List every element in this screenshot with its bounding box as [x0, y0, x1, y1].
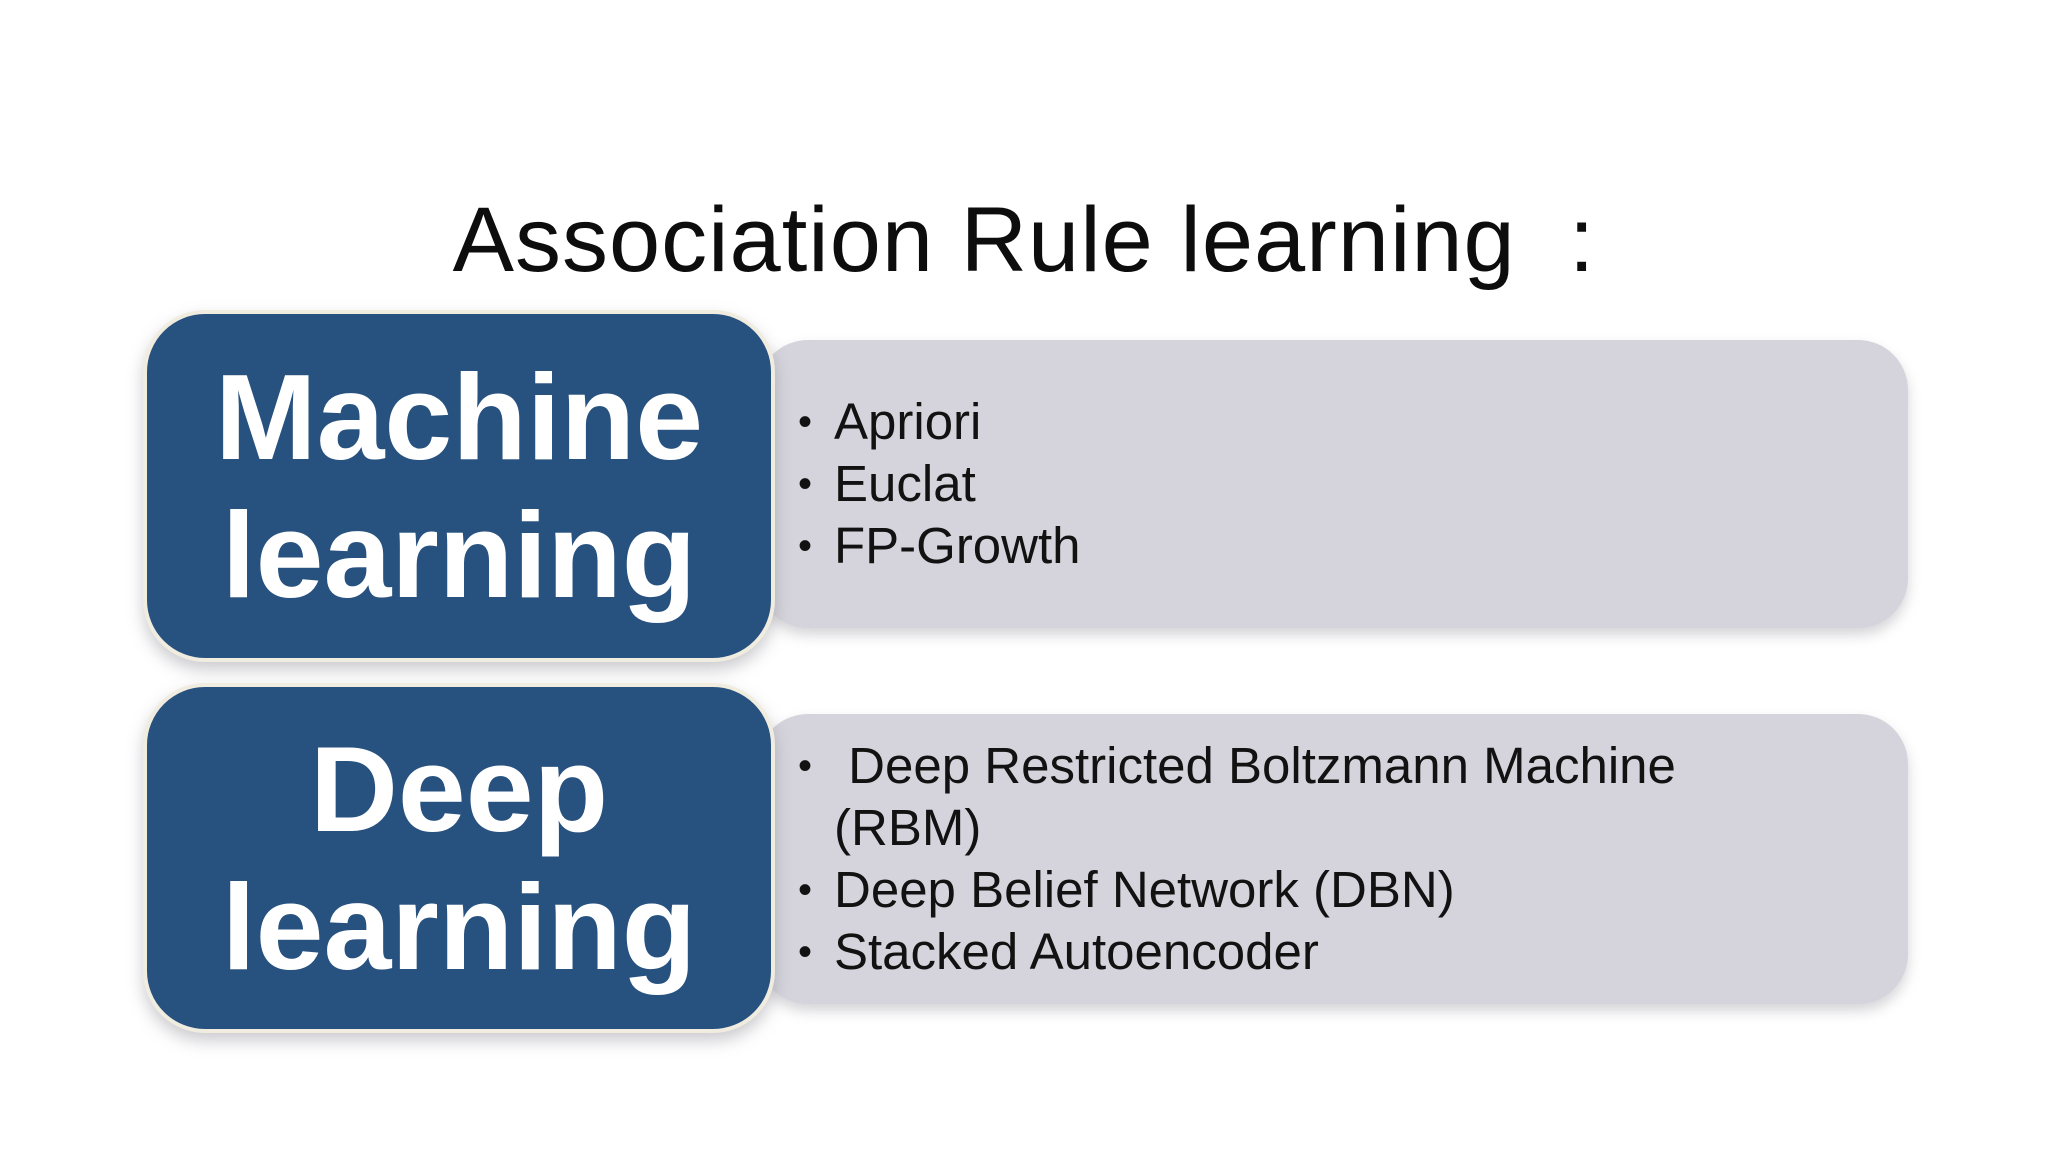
machine-learning-list-bar: • Apriori • Euclat • FP-Growth [758, 340, 1908, 628]
list-item: • Deep Restricted Boltzmann Machine (RBM… [798, 735, 1908, 859]
list-item: • Euclat [798, 453, 1908, 515]
list-item-text: Stacked Autoencoder [834, 923, 1319, 980]
machine-learning-block: Machine learning [143, 310, 775, 662]
list-item-text: Apriori [834, 393, 982, 450]
bullet-icon: • [798, 868, 813, 912]
list-item-text: FP-Growth [834, 517, 1081, 574]
bullet-icon: • [798, 524, 813, 568]
list-item: • Stacked Autoencoder [798, 921, 1908, 983]
list-item-text: Deep Belief Network (DBN) [834, 861, 1455, 918]
list-item: • Apriori [798, 391, 1908, 453]
list-item: • Deep Belief Network (DBN) [798, 859, 1908, 921]
bullet-icon: • [798, 462, 813, 506]
list-item: • FP-Growth [798, 515, 1908, 577]
deep-learning-block: Deep learning [143, 683, 775, 1033]
machine-learning-label: Machine learning [214, 349, 704, 623]
bullet-icon: • [798, 930, 813, 974]
list-item-text: Euclat [834, 455, 976, 512]
slide-title: Association Rule learning : [452, 188, 1596, 291]
list-item-text: Deep Restricted Boltzmann Machine (RBM) [834, 737, 1691, 856]
deep-learning-label: Deep learning [221, 721, 697, 995]
bullet-icon: • [798, 400, 813, 444]
bullet-icon: • [798, 744, 813, 788]
deep-learning-list-bar: • Deep Restricted Boltzmann Machine (RBM… [758, 714, 1908, 1004]
